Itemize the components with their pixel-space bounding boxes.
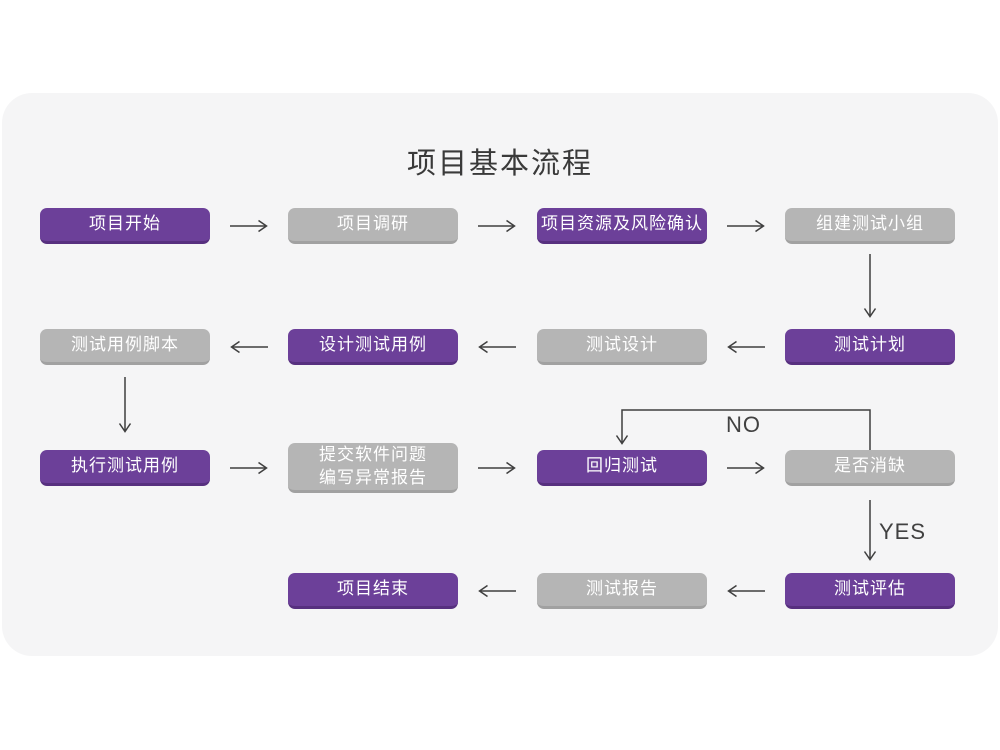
node-design-cases: 设计测试用例 xyxy=(288,329,458,365)
flowchart-card xyxy=(2,93,998,656)
node-case-scripts: 测试用例脚本 xyxy=(40,329,210,365)
node-test-report: 测试报告 xyxy=(537,573,707,609)
node-defect-cleared: 是否消缺 xyxy=(785,450,955,486)
node-regression-test: 回归测试 xyxy=(537,450,707,486)
node-label: 测试计划 xyxy=(834,335,906,355)
node-project-end: 项目结束 xyxy=(288,573,458,609)
node-label-line1: 提交软件问题 xyxy=(319,445,427,465)
node-label: 是否消缺 xyxy=(834,456,906,476)
node-label: 测试设计 xyxy=(586,335,658,355)
node-submit-issues: 提交软件问题 编写异常报告 xyxy=(288,443,458,493)
edge-label-yes: YES xyxy=(879,519,927,544)
node-label: 测试评估 xyxy=(834,579,906,599)
edge-decision-no-regression xyxy=(615,409,871,450)
node-label: 执行测试用例 xyxy=(71,456,179,476)
node-project-start: 项目开始 xyxy=(40,208,210,244)
node-execute-cases: 执行测试用例 xyxy=(40,450,210,486)
node-label: 测试用例脚本 xyxy=(71,335,179,355)
node-test-design: 测试设计 xyxy=(537,329,707,365)
node-label: 项目结束 xyxy=(337,579,409,599)
node-label: 设计测试用例 xyxy=(319,335,427,355)
node-test-plan: 测试计划 xyxy=(785,329,955,365)
node-resources-risk: 项目资源及风险确认 xyxy=(537,208,707,244)
node-label-line2: 编写异常报告 xyxy=(319,467,427,487)
diagram-title: 项目基本流程 xyxy=(406,148,593,180)
node-label: 项目开始 xyxy=(89,214,161,234)
node-test-evaluation: 测试评估 xyxy=(785,573,955,609)
node-label: 项目调研 xyxy=(337,214,409,234)
node-build-test-team: 组建测试小组 xyxy=(785,208,955,244)
edge-label-no: NO xyxy=(726,412,761,437)
node-label: 回归测试 xyxy=(586,456,658,476)
node-label: 项目资源及风险确认 xyxy=(541,214,703,234)
node-label: 组建测试小组 xyxy=(816,214,924,234)
node-label: 测试报告 xyxy=(586,579,658,599)
node-project-research: 项目调研 xyxy=(288,208,458,244)
